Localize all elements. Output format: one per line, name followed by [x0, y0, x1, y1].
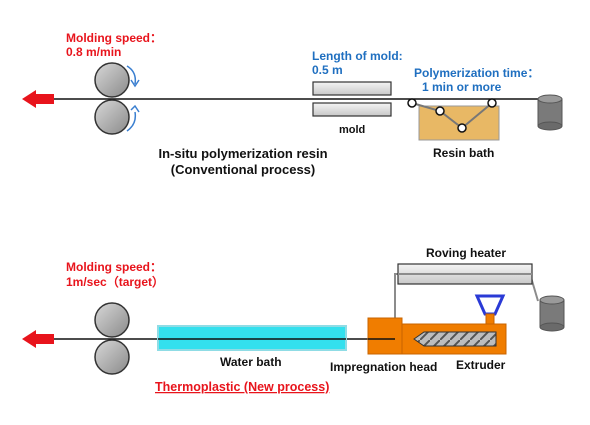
mold — [312, 81, 392, 117]
pulling-rollers — [94, 62, 140, 135]
rotation-arrowhead-icon — [130, 104, 140, 113]
mold-length-title: Length of mold: — [312, 49, 403, 63]
roving-spool — [539, 295, 565, 332]
speed-value: 0.8 m/min — [66, 45, 121, 59]
conventional-process: Molding speed： 0.8 m/min Length of mold:… — [22, 31, 563, 177]
extruder-screw — [413, 331, 497, 347]
water-bath-label: Water bath — [220, 355, 282, 369]
guide-pulley — [407, 98, 417, 108]
roving-heater-label: Roving heater — [426, 246, 506, 260]
speed-value: 1m/sec（target） — [66, 274, 164, 289]
fiber-path-through-bath — [411, 102, 493, 130]
hopper-throat — [485, 313, 495, 325]
pull-direction-arrow-icon — [22, 90, 54, 108]
process-title: Thermoplastic (New process) — [155, 380, 329, 394]
mold-lower-plate — [312, 102, 392, 117]
speed-title: Molding speed： — [66, 260, 162, 274]
rotation-arrowhead-icon — [130, 79, 140, 88]
resin-bath-tank — [418, 105, 500, 141]
roving-spool — [537, 94, 563, 131]
speed-title: Molding speed： — [66, 31, 162, 45]
polymerization-time-value: 1 min or more — [422, 80, 502, 94]
pull-direction-arrow-icon — [22, 330, 54, 348]
impregnation-head-label: Impregnation head — [330, 360, 437, 374]
rotation-arrow-icon — [126, 65, 137, 85]
water-bath — [157, 325, 347, 351]
guide-pulley — [487, 98, 497, 108]
upper-roller — [94, 62, 130, 98]
pulling-rollers — [94, 302, 130, 375]
lower-roller — [94, 99, 130, 135]
thermoplastic-process: Molding speed： 1m/sec（target） Roving hea… — [22, 246, 565, 394]
process-title: In-situ polymerization resin — [158, 146, 327, 161]
extruder-label: Extruder — [456, 358, 506, 372]
resin-bath — [407, 98, 500, 141]
rotation-arrow-icon — [126, 111, 137, 132]
process-subtitle: (Conventional process) — [171, 162, 315, 177]
impregnation-head — [367, 317, 403, 355]
guide-pulley — [435, 106, 445, 116]
resin-bath-label: Resin bath — [433, 146, 494, 160]
mold-length-value: 0.5 m — [312, 63, 343, 77]
guide-pulley — [457, 123, 467, 133]
polymerization-time-title: Polymerization time： — [414, 66, 539, 80]
hopper — [474, 294, 506, 316]
mold-label: mold — [339, 124, 365, 136]
upper-roller — [94, 302, 130, 338]
lower-roller — [94, 339, 130, 375]
mold-upper-plate — [312, 81, 392, 96]
extruder — [401, 294, 507, 355]
